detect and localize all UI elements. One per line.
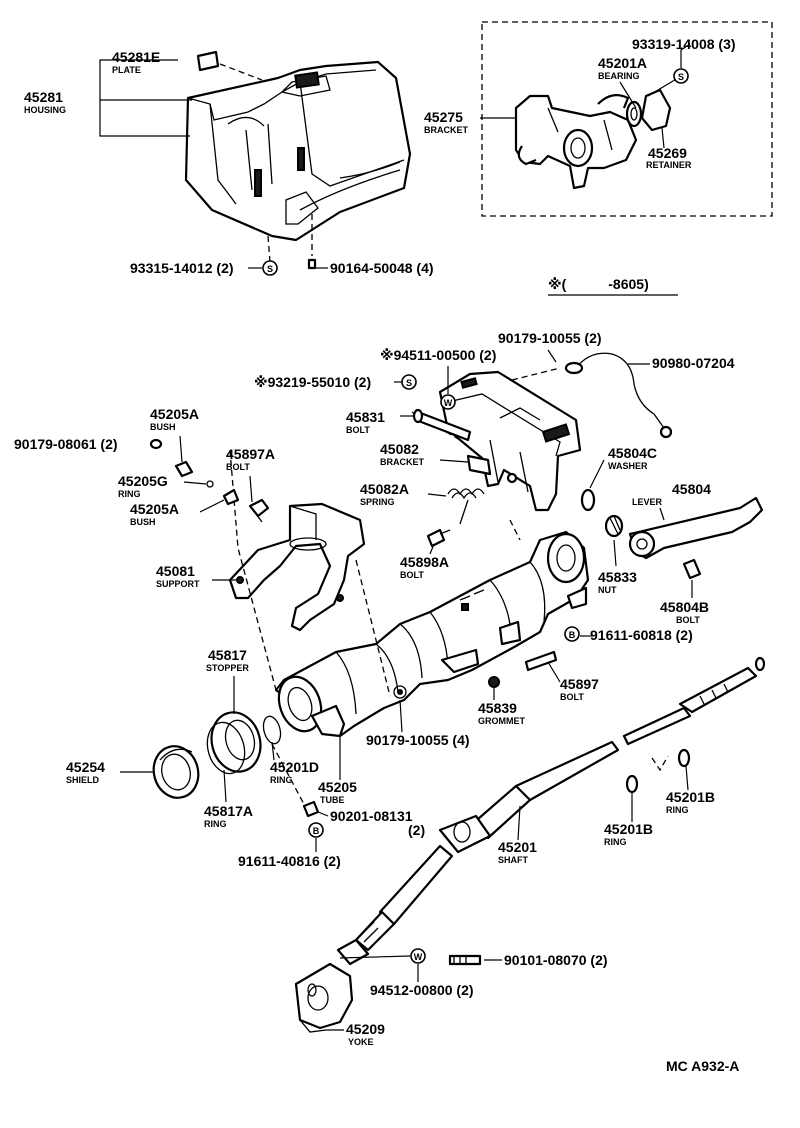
label-45275-name: BRACKET	[424, 125, 469, 135]
label-45082A-name: SPRING	[360, 497, 395, 507]
label-45817A-name: RING	[204, 819, 227, 829]
label-45209: 45209	[346, 1021, 385, 1037]
label-45804-name: LEVER	[632, 497, 663, 507]
bush-ring-parts	[149, 438, 270, 523]
label-45201: 45201	[498, 839, 537, 855]
label-45205G: 45205G	[118, 473, 168, 489]
label-45831-name: BOLT	[346, 425, 370, 435]
label-45205: 45205	[318, 779, 357, 795]
label-45804B-name: BOLT	[676, 615, 700, 625]
label-45205-name: TUBE	[320, 795, 345, 805]
inset-frame	[481, 21, 773, 217]
label-45269: 45269	[648, 145, 687, 161]
label-45281-name: HOUSING	[24, 105, 66, 115]
label-45897-name: BOLT	[560, 692, 584, 702]
label-45281E-name: PLATE	[112, 65, 141, 75]
label-45201D-name: RING	[270, 775, 293, 785]
svg-text:W: W	[444, 398, 453, 408]
label-45269-name: RETAINER	[646, 160, 692, 170]
label-45205A-2: 45205A	[130, 501, 179, 517]
label-45201A-name: BEARING	[598, 71, 640, 81]
label-45254: 45254	[66, 759, 105, 775]
diagram-code: MC A932-A	[666, 1058, 739, 1074]
label-94511: ※94511-00500 (2)	[380, 347, 496, 363]
label-90980: 90980-07204	[652, 355, 735, 371]
bolts-drawing: B	[393, 626, 580, 699]
steering-shaft-drawing: W	[294, 656, 766, 1033]
label-45201A: 45201A	[598, 55, 647, 71]
shield-rings-drawing: B	[152, 711, 324, 838]
label-45082A: 45082A	[360, 481, 409, 497]
label-45082-name: BRACKET	[380, 457, 425, 467]
svg-text:S: S	[678, 72, 684, 82]
column-tube-drawing	[228, 449, 590, 738]
label-45817: 45817	[208, 647, 247, 663]
label-45201B-2-name: RING	[604, 837, 627, 847]
label-45205A-1-name: BUSH	[150, 422, 176, 432]
label-45201-name: SHAFT	[498, 855, 528, 865]
label-45209-name: YOKE	[348, 1037, 374, 1047]
label-90179-10055-2: 90179-10055 (2)	[498, 330, 602, 346]
label-90179-10055-4: 90179-10055 (4)	[366, 732, 470, 748]
label-45817A: 45817A	[204, 803, 253, 819]
label-45205A-2-name: BUSH	[130, 517, 156, 527]
label-45839: 45839	[478, 700, 517, 716]
label-91611-40816: 91611-40816 (2)	[238, 853, 341, 869]
label-90101: 90101-08070 (2)	[504, 952, 608, 968]
upper-bracket-drawing: W	[411, 352, 673, 512]
label-94512: 94512-00800 (2)	[370, 982, 474, 998]
label-45205G-name: RING	[118, 489, 141, 499]
label-45817-name: STOPPER	[206, 663, 249, 673]
label-45804C: 45804C	[608, 445, 657, 461]
svg-text:S: S	[406, 378, 412, 388]
label-93315: 93315-14012 (2)	[130, 260, 234, 276]
label-45201B-2: 45201B	[604, 821, 653, 837]
label-93319: 93319-14008 (3)	[632, 36, 736, 52]
label-90201: 90201-08131	[330, 808, 413, 824]
label-45254-name: SHIELD	[66, 775, 100, 785]
label-91611-60818: 91611-60818 (2)	[590, 627, 693, 643]
label-93219: ※93219-55010 (2)	[254, 374, 371, 390]
label-45804: 45804	[672, 481, 711, 497]
housing-assembly-drawing: S	[99, 50, 412, 276]
label-90201-qty: (2)	[408, 822, 425, 838]
label-90164: 90164-50048 (4)	[330, 260, 434, 276]
label-45281E: 45281E	[112, 49, 160, 65]
svg-text:W: W	[414, 952, 423, 962]
label-45281: 45281	[24, 89, 63, 105]
label-45833-name: NUT	[598, 585, 617, 595]
label-45839-name: GROMMET	[478, 716, 525, 726]
inset-bracket-drawing: S	[480, 43, 691, 190]
svg-text:B: B	[313, 826, 320, 836]
label-45897A-name: BOLT	[226, 462, 250, 472]
label-45833: 45833	[598, 569, 637, 585]
label-45804C-name: WASHER	[608, 461, 648, 471]
label-45082: 45082	[380, 441, 419, 457]
label-45205A-1: 45205A	[150, 406, 199, 422]
tilt-lever-drawing	[580, 459, 764, 580]
label-45898A-name: BOLT	[400, 570, 424, 580]
label-45897: 45897	[560, 676, 599, 692]
label-45831: 45831	[346, 409, 385, 425]
label-45201D: 45201D	[270, 759, 319, 775]
label-45275: 45275	[424, 109, 463, 125]
label-45804B: 45804B	[660, 599, 709, 615]
s-symbol-icon	[262, 260, 278, 276]
inset-note: ※( -8605)	[548, 276, 649, 292]
label-45081: 45081	[156, 563, 195, 579]
label-45897A: 45897A	[226, 446, 275, 462]
label-45201B-1-name: RING	[666, 805, 689, 815]
label-45201B-1: 45201B	[666, 789, 715, 805]
svg-text:B: B	[569, 630, 576, 640]
svg-text:S: S	[267, 264, 273, 274]
spring-drawing	[426, 488, 485, 548]
label-45081-name: SUPPORT	[156, 579, 200, 589]
label-90179-08061: 90179-08061 (2)	[14, 436, 118, 452]
label-45898A: 45898A	[400, 554, 449, 570]
